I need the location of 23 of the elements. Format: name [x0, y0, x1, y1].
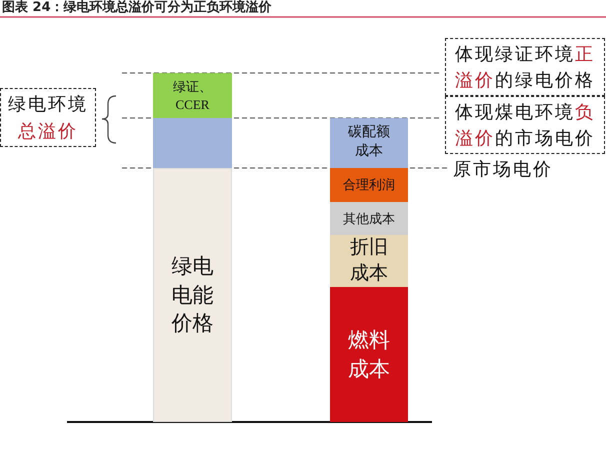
- segment-label: 燃料成本: [347, 327, 391, 382]
- note-text: 体现绿证环境正溢价的绿电价格: [454, 42, 596, 92]
- bar-segment: [330, 235, 408, 287]
- bar-segment: [330, 202, 408, 235]
- dashed-note-box: [445, 96, 605, 154]
- segment-label: 绿证、CCER: [172, 78, 213, 114]
- bar-segment: [330, 118, 408, 168]
- bar-segment: [153, 73, 232, 118]
- segment-label: 碳配额成本: [346, 124, 391, 161]
- note-text: 绿电环境 总溢价: [8, 93, 88, 142]
- bar-segment: [153, 168, 232, 422]
- dashed-note-box: [0, 88, 96, 147]
- segment-label: 折旧成本: [348, 236, 389, 286]
- segment-label: 绿电电能价格: [170, 253, 214, 338]
- bar-segment: [330, 168, 408, 202]
- figure-title: 图表 24：绿电环境总溢价可分为正负环境溢价: [2, 0, 272, 16]
- segment-label: 其他成本: [343, 210, 395, 228]
- bar-segment: [330, 287, 408, 422]
- note-text: 体现煤电环境负溢价的市场电价: [454, 100, 596, 150]
- segment-label: 合理利润: [343, 176, 395, 194]
- dashed-note-box: [445, 38, 605, 96]
- bar-segment: [153, 118, 232, 168]
- level-label: 原市场电价: [453, 158, 553, 181]
